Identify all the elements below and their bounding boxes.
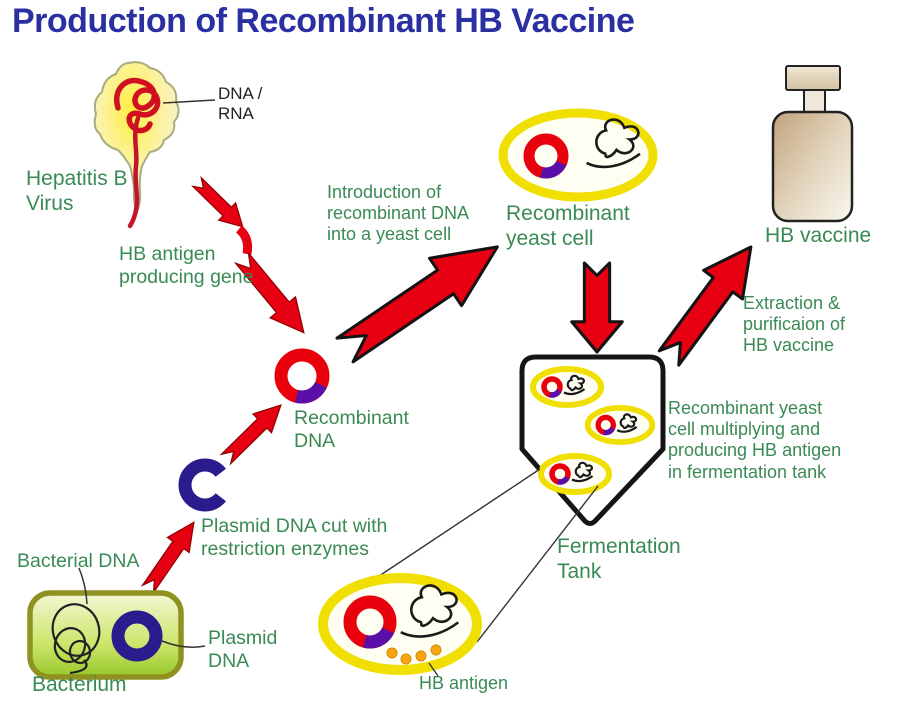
vaccine-bottle-icon	[771, 65, 854, 223]
hb-antigen-gene-label: HB antigen producing gene	[119, 243, 254, 288]
hb-vaccine-label: HB vaccine	[765, 224, 872, 247]
fermentation-tank-label: Fermentation Tank	[557, 535, 681, 583]
recombinant-dna-label: Recombinant DNA	[294, 407, 409, 452]
plasmid-dna-icon	[111, 610, 163, 662]
hb-antigen-label: HB antigen	[419, 673, 509, 693]
introduction-arrow	[329, 223, 513, 374]
page-title: Production of Recombinant HB Vaccine	[12, 2, 635, 40]
recombinant-yeast-label: Recombinant yeast cell	[506, 202, 630, 250]
plasmid-dna-label: Plasmid DNA	[208, 627, 278, 672]
zoomed-yeast-cell-icon	[318, 573, 482, 677]
fermentation-tank-icon	[519, 354, 666, 526]
recombinant-dna-icon	[274, 348, 330, 404]
bacterial-dna-icon	[51, 603, 101, 675]
plasmid-cut-label: Plasmid DNA cut with restriction enzymes	[201, 515, 388, 560]
bacterium-label: Bacterium	[32, 673, 127, 696]
recombinant-yeast-cell-icon	[498, 108, 658, 202]
multiplying-label: Recombinant yeast cell multiplying and p…	[668, 398, 842, 482]
cut-plasmid-icon	[178, 458, 236, 512]
bacterium-icon	[27, 567, 206, 680]
introduction-label: Introduction of recombinant DNA into a y…	[327, 182, 470, 245]
hepatitis-b-virus-icon	[93, 61, 216, 229]
hepatitis-b-virus-label: Hepatitis B Virus	[26, 167, 128, 215]
dna-rna-label: DNA / RNA	[218, 84, 263, 124]
extraction-label: Extraction & purificaion of HB vaccine	[743, 293, 846, 356]
bacterial-dna-label: Bacterial DNA	[17, 550, 140, 572]
gene-transfer-arrows	[188, 172, 318, 344]
to-tank-arrow	[569, 261, 625, 354]
hb-antigen-dots-icon	[386, 644, 442, 665]
